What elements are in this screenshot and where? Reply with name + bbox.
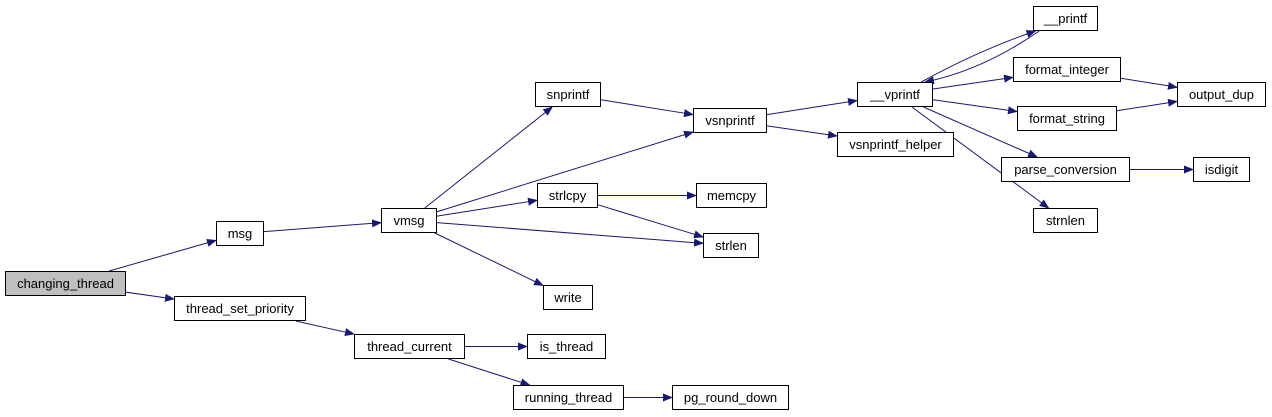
node-strnlen[interactable]: strnlen <box>1033 208 1098 233</box>
node-output-dup[interactable]: output_dup <box>1177 82 1266 107</box>
node-strlcpy[interactable]: strlcpy <box>537 183 598 208</box>
node-thread-set-priority[interactable]: thread_set_priority <box>174 296 306 321</box>
node-changing-thread: changing_thread <box>5 271 126 296</box>
node-vmsg[interactable]: vmsg <box>381 208 437 233</box>
node-write[interactable]: write <box>543 285 593 310</box>
edge-vmsg-to-strlen <box>436 222 704 247</box>
node-format-string[interactable]: format_string <box>1017 106 1117 131</box>
node-vsnprintf[interactable]: vsnprintf <box>693 108 767 133</box>
edge-vprintf-to-printf <box>921 30 1037 83</box>
node-running-thread[interactable]: running_thread <box>513 385 624 410</box>
edge-vprintf-to-format-string <box>932 99 1018 115</box>
node-isdigit[interactable]: isdigit <box>1193 157 1250 182</box>
edge-strlcpy-to-strlen <box>597 204 704 239</box>
edge-format-string-to-output-dup <box>1116 98 1178 112</box>
node-format-integer[interactable]: format_integer <box>1013 57 1121 82</box>
edge-vsnprintf-to-vsnprintf-helper <box>766 125 838 139</box>
edge-thread-current-to-running-thread <box>448 358 531 387</box>
edge-printf-to-vprintf <box>924 30 1040 85</box>
edge-vmsg-to-vsnprintf <box>436 130 694 213</box>
edge-msg-to-vmsg <box>263 219 382 233</box>
edge-vmsg-to-snprintf <box>424 106 554 209</box>
node-pg-round-down[interactable]: pg_round_down <box>672 385 789 410</box>
edge-vprintf-to-format-integer <box>932 74 1014 90</box>
edge-changing-thread-to-thread-set-priority <box>125 291 175 302</box>
node-printf[interactable]: __printf <box>1033 6 1098 31</box>
node-vsnprintf-helper[interactable]: vsnprintf_helper <box>837 132 954 157</box>
node-parse-conversion[interactable]: parse_conversion <box>1001 157 1130 182</box>
node-vprintf[interactable]: __vprintf <box>857 82 933 107</box>
node-memcpy[interactable]: memcpy <box>696 183 767 208</box>
edge-vmsg-to-write <box>434 232 544 286</box>
edge-changing-thread-to-msg <box>108 239 217 272</box>
node-is-thread[interactable]: is_thread <box>527 334 606 359</box>
edge-format-integer-to-output-dup <box>1120 77 1178 90</box>
edge-vsnprintf-to-vprintf <box>766 97 858 116</box>
edge-vmsg-to-strlcpy <box>436 197 538 217</box>
node-strlen[interactable]: strlen <box>703 233 759 258</box>
node-msg[interactable]: msg <box>216 221 264 246</box>
node-snprintf[interactable]: snprintf <box>535 82 601 107</box>
node-thread-current[interactable]: thread_current <box>354 334 465 359</box>
edge-thread-set-priority-to-thread-current <box>295 320 355 336</box>
edge-vprintf-to-strnlen <box>911 106 1050 209</box>
edge-snprintf-to-vsnprintf <box>600 99 694 118</box>
edge-vprintf-to-parse-conversion <box>923 106 1038 158</box>
